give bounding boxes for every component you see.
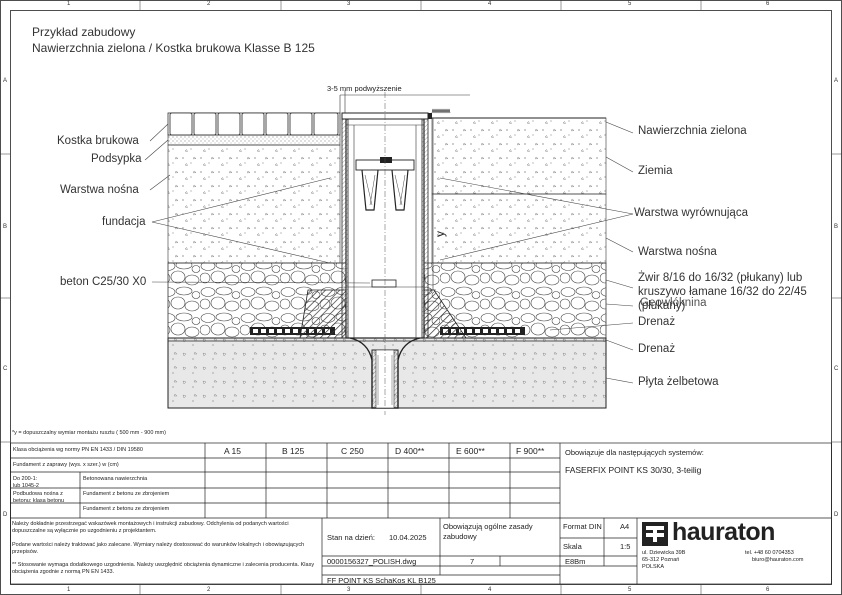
row-marker: D [834, 512, 839, 518]
label-drenaz-1: Drenaż [638, 316, 676, 328]
footnote: *y = dopuszczalny wymiar montażu rusztu … [12, 430, 166, 436]
paving-stones [169, 112, 339, 136]
class-b125: B 125 [282, 446, 305, 456]
label-beton: beton C25/30 X0 [60, 276, 147, 288]
col-marker: 4 [488, 1, 492, 7]
row-marker: A [3, 78, 8, 84]
row-marker: C [3, 366, 8, 372]
col-marker: 2 [207, 1, 211, 7]
notes-1: Należy dokładnie przestrzegać wskazówek … [12, 521, 289, 534]
row-fundament-2: Fundament z betonu ze zbrojeniem [83, 506, 170, 512]
company-address: 65-312 Poznań [642, 557, 680, 563]
notes-3: ** Stosowanie wymaga dodatkowego uzgodni… [12, 562, 315, 575]
systems-value: FASERFIX POINT KS 30/30, 3-teilig [565, 465, 702, 475]
label-zwir: kruszywo łamane 16/32 do 22/45 [638, 286, 807, 298]
label-podsypka: Podsypka [91, 153, 142, 165]
norm-note: Do 200-1: lub 1045-2 [13, 476, 39, 489]
systems-label: Obowiązuje dla następujących systemów: [565, 448, 704, 457]
drawing-title: FF POINT KS SchaKos KL B125 [327, 576, 436, 585]
load-class-label: Klasa obciążenia wg normy PN EN 1433 / D… [13, 447, 143, 453]
scale-label: Skala [563, 542, 582, 551]
class-f900: F 900** [516, 446, 545, 456]
row-marker: B [834, 224, 839, 230]
class-e600: E 600** [456, 446, 485, 456]
col-marker: 6 [766, 1, 770, 7]
notes-2: Podane wartości należy traktować jako za… [12, 542, 305, 555]
label-ziemia: Ziemia [638, 165, 673, 177]
company-email: biuro@hauraton.com [752, 557, 804, 563]
format-value: A4 [620, 522, 630, 531]
col-marker: 2 [207, 587, 211, 593]
date-label: Stan na dzień: [327, 533, 375, 542]
col-marker: 3 [347, 587, 351, 593]
label-warstwa-nosna-right: Warstwa nośna [638, 246, 717, 258]
page-subtitle: Nawierzchnia zielona / Kostka brukowa Kl… [32, 41, 315, 55]
dimension-y-label: y [433, 231, 447, 237]
label-geowloknina: Geowłóknina [640, 297, 707, 309]
col-marker: 1 [67, 587, 71, 593]
company-address: ul. Dziewicka 39B [642, 550, 686, 556]
page-title: Przykład zabudowy [32, 25, 136, 39]
row-marker: C [834, 366, 839, 372]
row-fundament-1: Fundament z betonu ze zbrojeniem [83, 491, 170, 497]
label-kostka-brukowa: Kostka brukowa [57, 135, 139, 147]
row-marker: A [834, 78, 839, 84]
file-code: E8Bm [565, 557, 586, 566]
company-address: POLSKA [642, 564, 665, 570]
foundation-label: Fundament z zaprawy (wys. x szer.) w (cm… [13, 462, 119, 468]
label-fundacja: fundacja [102, 216, 146, 228]
company-phone: tel. +48 60 0704353 [745, 550, 794, 556]
class-c250: C 250 [341, 446, 364, 456]
hauraton-logo-mark [642, 522, 668, 546]
col-marker: 5 [628, 1, 632, 7]
label-drenaz-2: Drenaż [638, 343, 676, 355]
label-zwir: (płukany) [638, 300, 686, 312]
file-name: 0000156327_POLISH.dwg [327, 557, 417, 566]
label-nawierzchnia-zielona: Nawierzchnia zielona [638, 125, 747, 137]
date-value: 10.04.2025 [389, 533, 427, 542]
file-number: 7 [470, 557, 475, 566]
label-warstwa-wyrownujaca: Warstwa wyrównująca [634, 207, 748, 219]
label-zwir: Żwir 8/16 do 16/32 (płukany) lub [638, 272, 803, 284]
general-rules-note: Obowiązują ogólne zasady zabudowy [443, 522, 533, 541]
row-betonowana: Betonowana nawierzchnia [83, 476, 148, 482]
col-marker: 6 [766, 587, 770, 593]
class-d400: D 400** [395, 446, 425, 456]
foundation-class-note: Podbudowa nośna z betonu: klasa betonu [13, 491, 65, 504]
row-marker: D [3, 512, 8, 518]
label-warstwa-nosna-left: Warstwa nośna [60, 184, 139, 196]
col-marker: 4 [488, 587, 492, 593]
col-marker: 3 [347, 1, 351, 7]
company-logo-text: hauraton [672, 518, 775, 546]
row-marker: B [3, 224, 8, 230]
label-plyta-zelbetowa: Płyta żelbetowa [638, 376, 719, 388]
callout-top-label: 3-5 mm podwyższenie [327, 84, 402, 93]
scale-value: 1:5 [620, 542, 631, 551]
col-marker: 1 [67, 1, 71, 7]
format-label: Format DIN [563, 522, 602, 531]
col-marker: 5 [628, 587, 632, 593]
class-a15: A 15 [224, 446, 242, 456]
